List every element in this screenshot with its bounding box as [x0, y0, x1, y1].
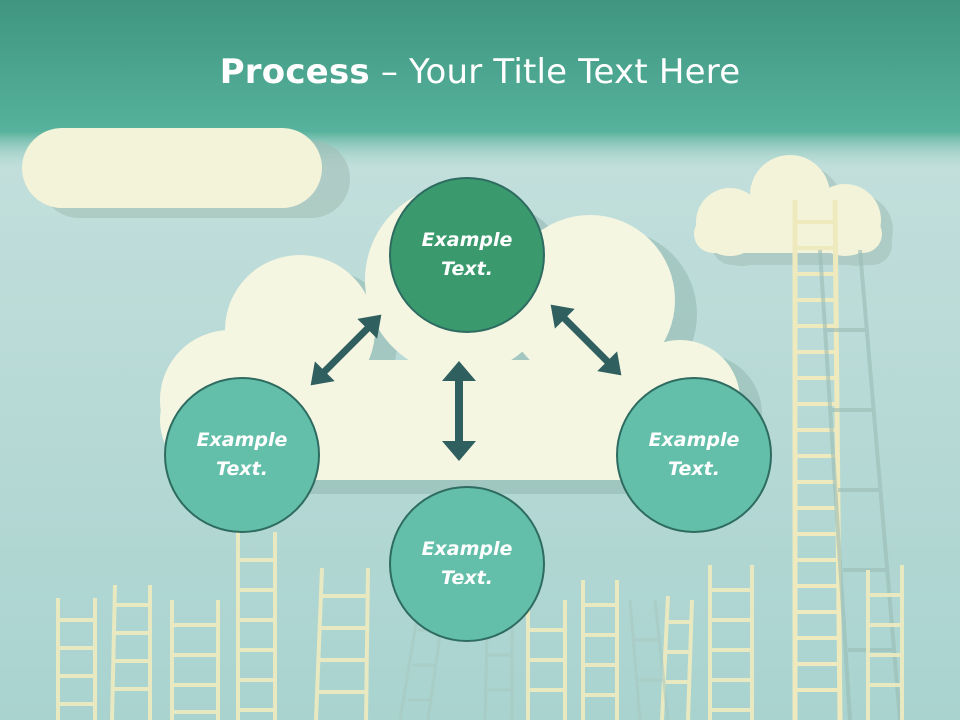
node-text-line2: Text.	[441, 258, 493, 280]
node-text-line2: Text.	[668, 458, 720, 480]
slide-title: Process – Your Title Text Here	[0, 52, 960, 92]
double-arrow-icon	[442, 361, 476, 461]
node-text-line1: Example	[648, 429, 740, 451]
node-text-line1: Example	[421, 538, 513, 560]
node-text-line1: Example	[421, 229, 513, 251]
double-arrow-icon	[310, 314, 382, 386]
double-arrow-icon	[550, 304, 622, 376]
node-text-line1: Example	[196, 429, 288, 451]
ladder-icon	[792, 199, 843, 720]
title-rest: – Your Title Text Here	[369, 52, 741, 92]
cloud-icon	[22, 128, 350, 218]
node-text-line2: Text.	[216, 458, 268, 480]
title-bold: Process	[219, 52, 370, 92]
node-text-line2: Text.	[441, 567, 493, 589]
